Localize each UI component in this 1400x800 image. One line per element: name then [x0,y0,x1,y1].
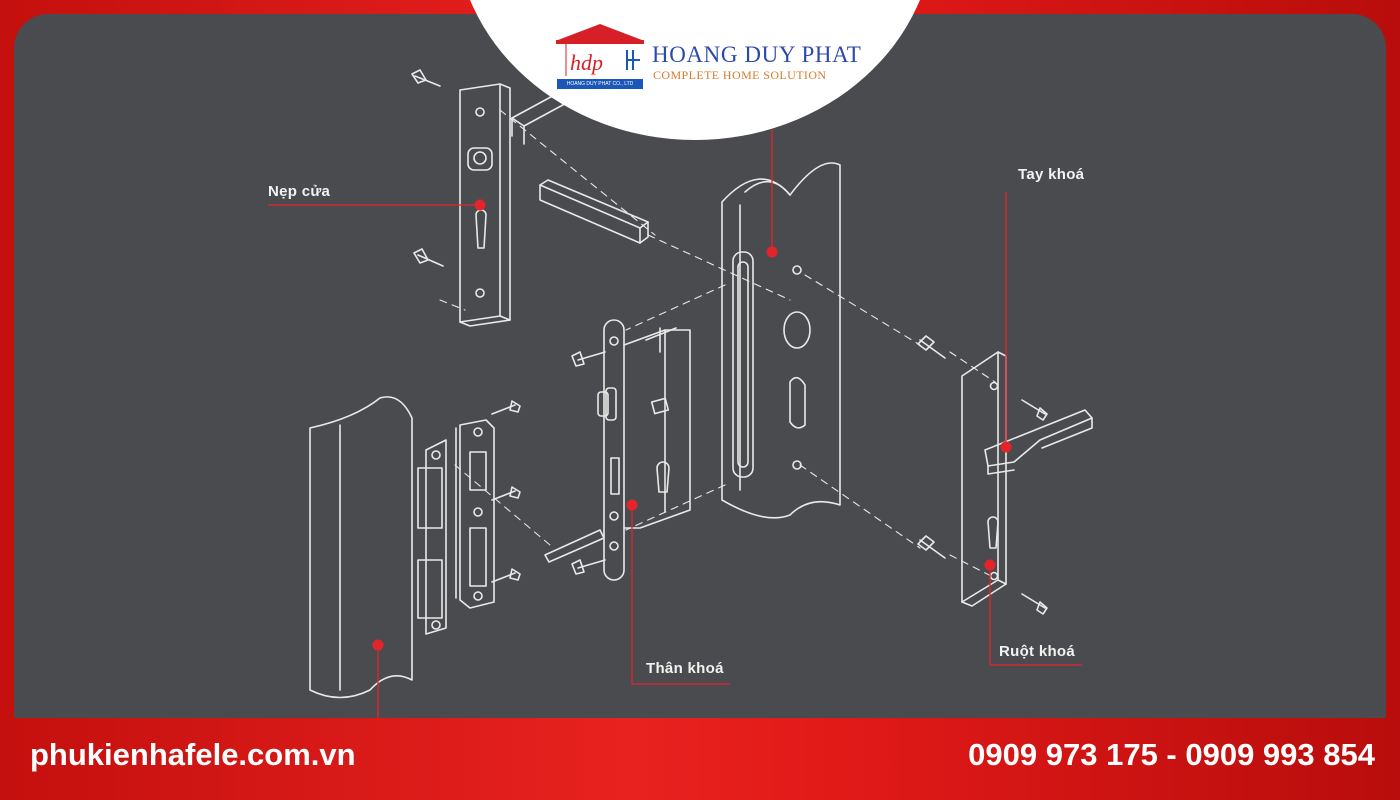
label-than-khoa: Thân khoá [646,660,724,677]
exploded-lock-diagram [268,69,1093,718]
assembly-guides [439,109,996,579]
footer-phones[interactable]: 0909 973 175 - 0909 993 854 [968,737,1375,772]
callout-markers [372,199,1012,651]
label-nep-cua: Nẹp cửa [268,183,331,200]
label-ruot-khoa: Ruột khoá [999,643,1076,660]
brand-tagline: COMPLETE HOME SOLUTION [653,68,827,82]
logo-mark: hdp [570,50,603,75]
handle-assembly [917,335,1093,615]
callout-lines [268,130,1082,718]
footer-website[interactable]: phukienhafele.com.vn [30,737,356,772]
company-small-name: HOANG DUY PHAT CO., LTD [557,79,643,89]
strike-assembly [309,396,521,699]
brand-name: HOANG DUY PHAT [652,42,862,67]
hdp-logo-icon: hdp [556,24,644,76]
label-tay-khoa: Tay khoá [1018,166,1085,183]
door-section-center [721,162,841,519]
lock-body [544,319,691,581]
